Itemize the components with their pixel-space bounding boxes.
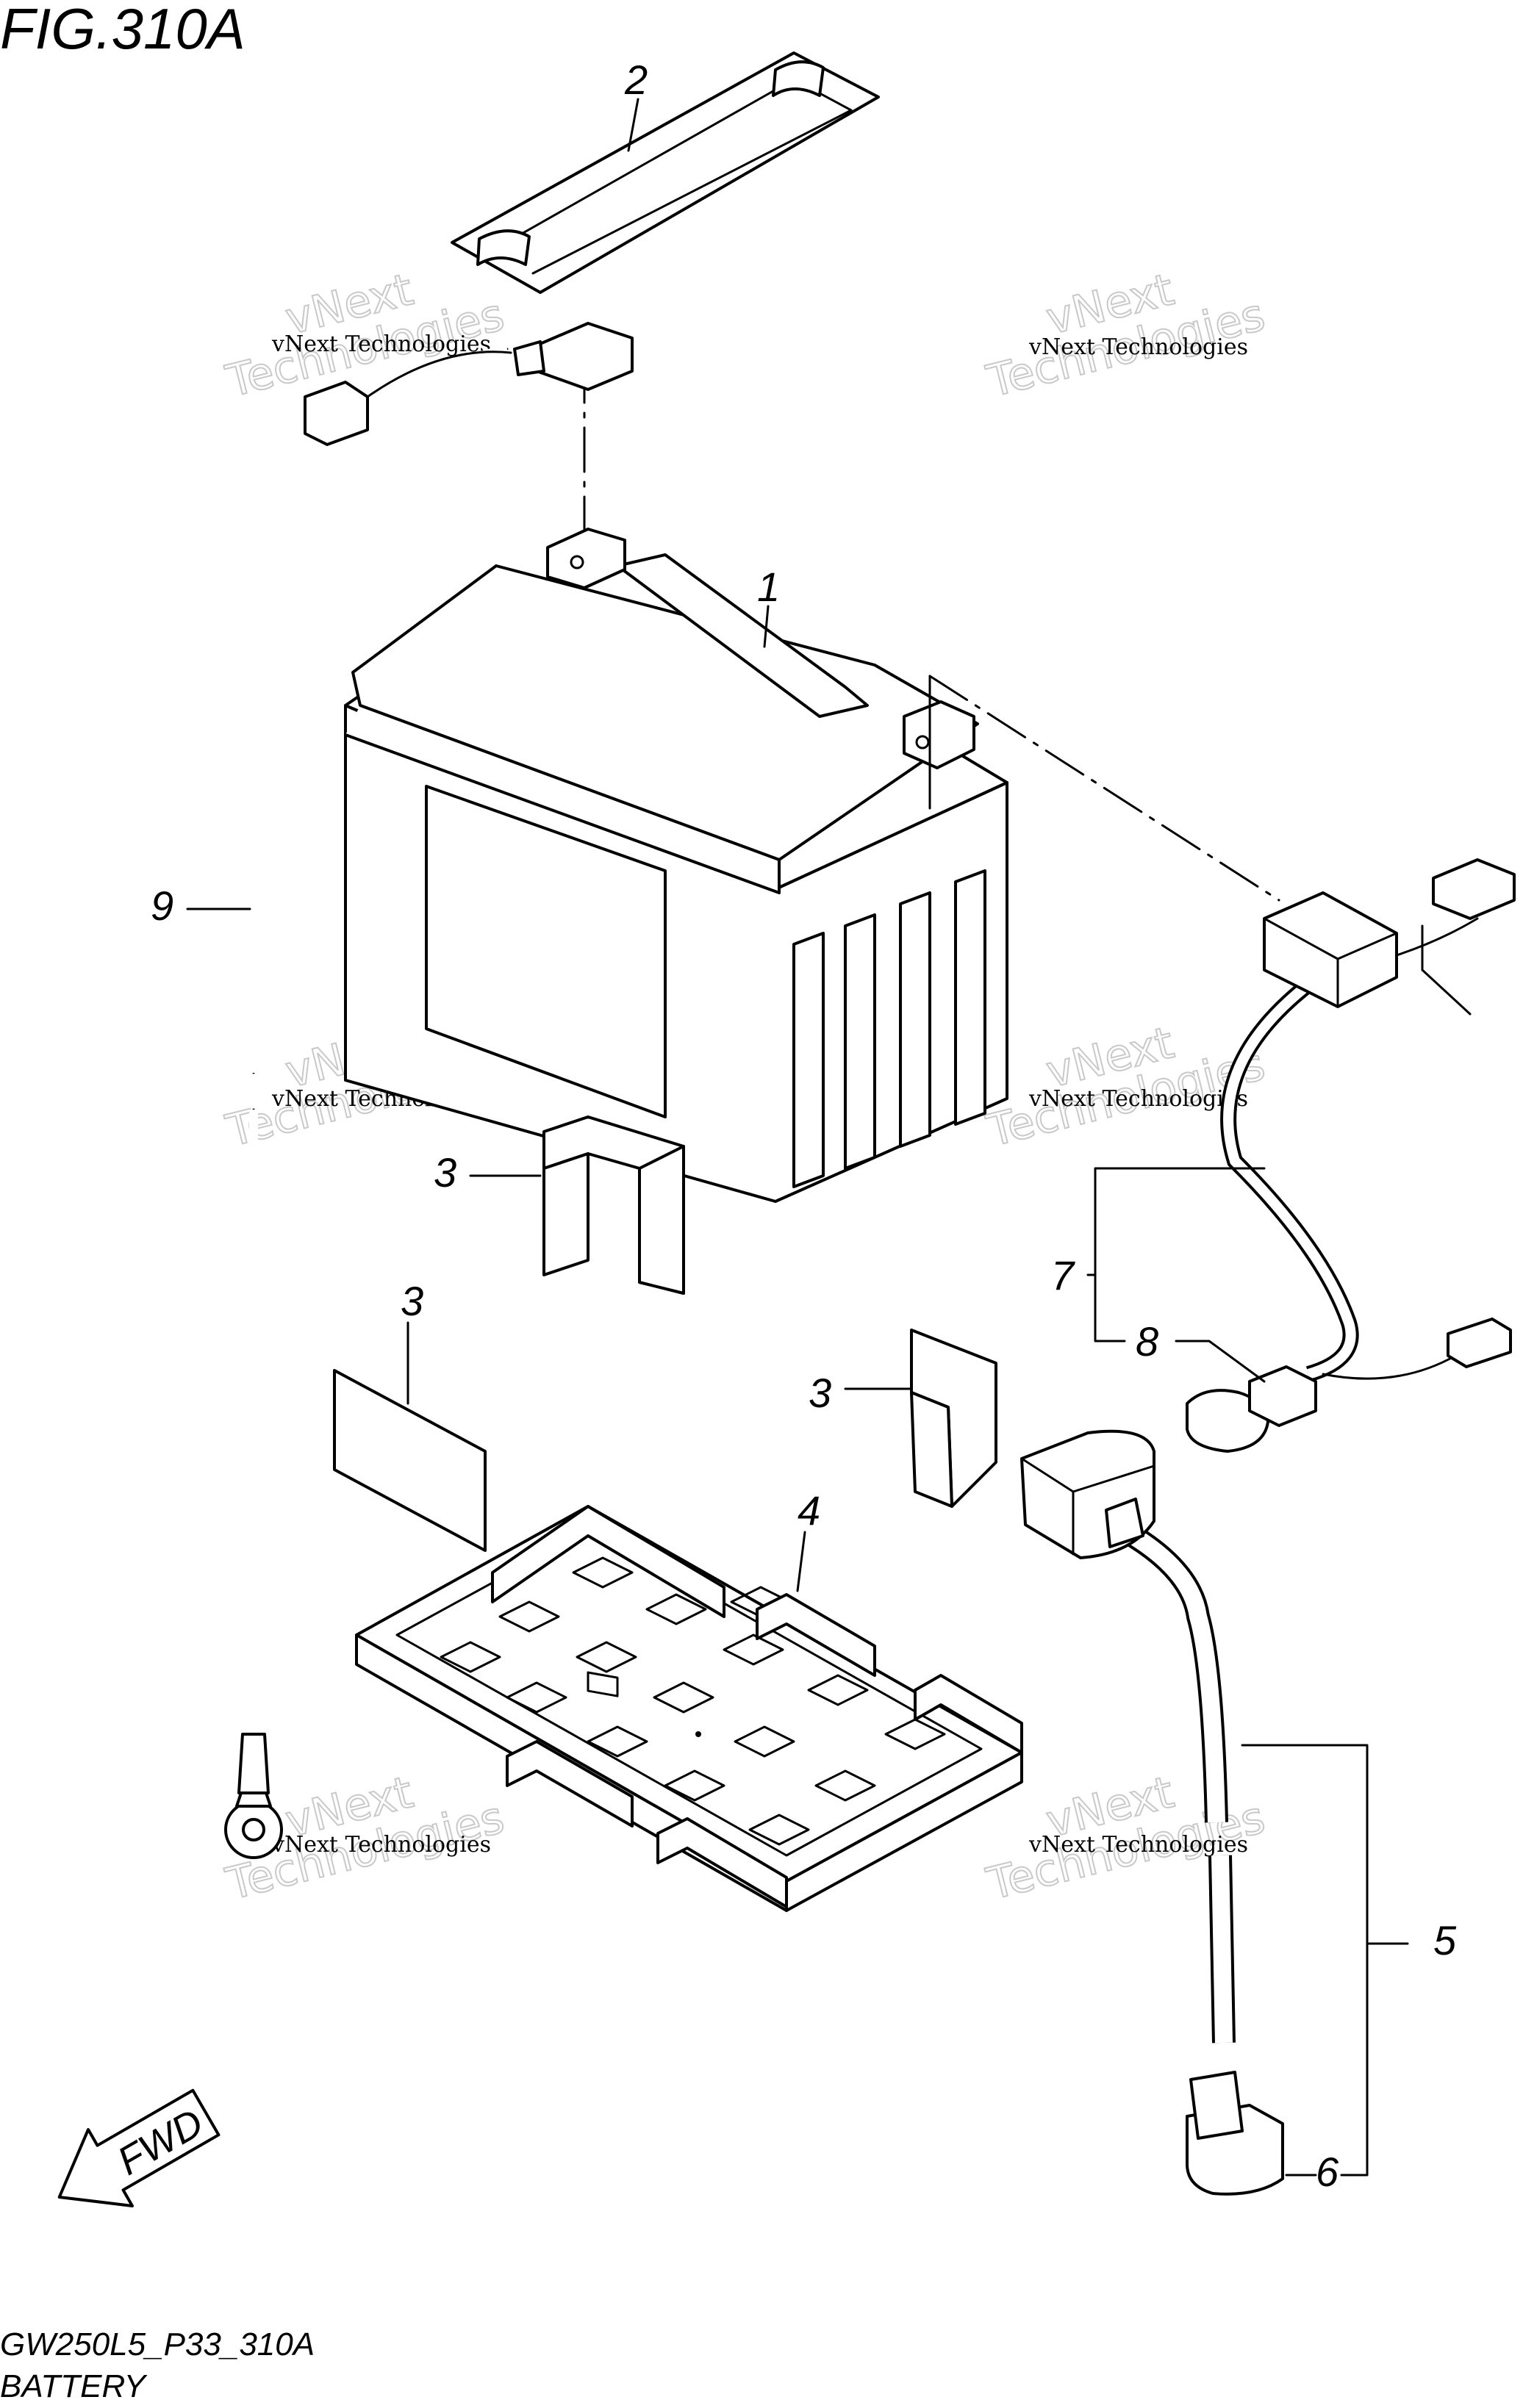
callout-7: 7	[1051, 1252, 1075, 1298]
callout-4: 4	[798, 1487, 820, 1534]
part-7-positive-lead	[1220, 858, 1516, 1382]
watermark-text: vNext Technologies	[1028, 1086, 1248, 1112]
figure-title: FIG.310A	[0, 0, 246, 61]
callout-3a: 3	[434, 1149, 456, 1196]
callout-9: 9	[151, 883, 173, 929]
watermark-top-left: vNext Technologies vNext Technologies	[221, 263, 510, 409]
terminal-alignment-line-positive	[928, 675, 1280, 902]
leader-2	[627, 98, 639, 152]
part-1-battery	[344, 528, 1008, 1203]
watermark-top-right: vNext Technologies vNext Technologies	[981, 263, 1271, 409]
watermark-text: vNext Technologies	[271, 1832, 491, 1858]
part-3-spacer-c	[910, 1329, 997, 1508]
leader-1	[763, 605, 770, 648]
leader-5	[1241, 1744, 1409, 2177]
fwd-arrow-icon: FWD	[57, 2088, 221, 2207]
watermark-text: vNext Technologies	[1028, 334, 1248, 360]
part-3-spacer-b	[333, 1369, 487, 1552]
leader-8	[1175, 1340, 1266, 1383]
watermark-text: vNext Technologies	[1028, 1832, 1248, 1858]
part-9-negative-lead	[224, 322, 634, 1859]
callout-3c: 3	[809, 1370, 831, 1416]
part-6-terminal-boot	[1186, 2071, 1284, 2196]
callout-2: 2	[624, 57, 648, 103]
figure-name: BATTERY	[0, 2368, 148, 2404]
figure-code: GW250L5_P33_310A	[0, 2326, 315, 2362]
part-2-battery-band	[451, 51, 880, 294]
part-4-battery-tray	[355, 1505, 1023, 1912]
callout-1: 1	[757, 564, 780, 610]
callout-6: 6	[1316, 2149, 1339, 2195]
callout-8: 8	[1136, 1318, 1158, 1365]
part-5-positive-cable	[1020, 1429, 1236, 2044]
part-8-terminal-cap	[1186, 1365, 1317, 1453]
watermark-text: vNext Technologies	[271, 331, 491, 357]
leader-4	[796, 1531, 806, 1592]
callout-3b: 3	[401, 1278, 423, 1324]
leader-7	[1086, 1167, 1266, 1343]
part-3-spacer-a	[542, 1115, 685, 1295]
callout-5: 5	[1433, 1917, 1457, 1963]
